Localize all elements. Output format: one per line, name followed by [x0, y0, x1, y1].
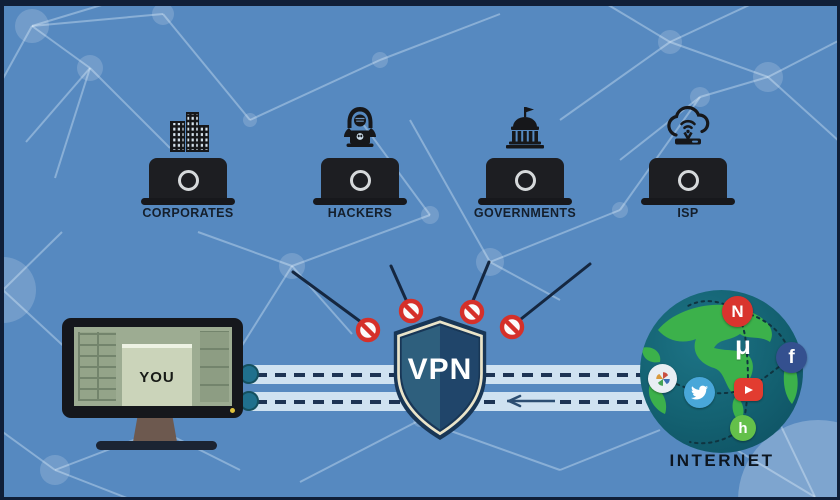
laptop-base — [141, 198, 235, 205]
user-computer: YOU — [62, 318, 243, 418]
monitor-base — [96, 441, 217, 450]
you-panel: YOU — [122, 344, 192, 406]
internet-label: INTERNET — [669, 451, 775, 470]
pinwheel-icon — [648, 364, 677, 393]
netflix-icon: N — [722, 296, 753, 327]
hulu-glyph: h — [738, 419, 748, 437]
threat-label: ISP — [677, 206, 699, 220]
netflix-glyph: N — [731, 301, 744, 321]
laptop-base — [641, 198, 735, 205]
return-arrow-icon — [497, 394, 559, 408]
twitter-icon — [684, 377, 715, 408]
you-label: YOU — [139, 368, 175, 386]
threat-label: CORPORATES — [142, 206, 234, 220]
facebook-glyph: f — [788, 346, 795, 368]
cloud-wifi-icon — [640, 105, 736, 153]
power-led — [230, 408, 235, 413]
vpn-shield: VPN — [387, 315, 493, 441]
hulu-icon: h — [730, 415, 756, 441]
laptop-icon — [149, 158, 227, 201]
hacker-icon — [312, 105, 408, 155]
monitor-stand — [133, 417, 177, 442]
facebook-icon: f — [776, 342, 807, 373]
music-icon: μ — [735, 330, 751, 360]
computer-screen: YOU — [74, 327, 232, 406]
screen-toolbar — [78, 332, 116, 401]
screen-sidebar — [200, 331, 229, 402]
threat-label: GOVERNMENTS — [473, 206, 577, 220]
vpn-label: VPN — [407, 353, 473, 386]
youtube-icon — [734, 378, 763, 401]
threat-label: HACKERS — [327, 206, 393, 220]
laptop-icon — [486, 158, 564, 201]
government-building-icon — [477, 105, 573, 155]
laptop-icon — [649, 158, 727, 201]
buildings-icon — [140, 105, 236, 155]
laptop-base — [478, 198, 572, 205]
laptop-base — [313, 198, 407, 205]
laptop-icon — [321, 158, 399, 201]
